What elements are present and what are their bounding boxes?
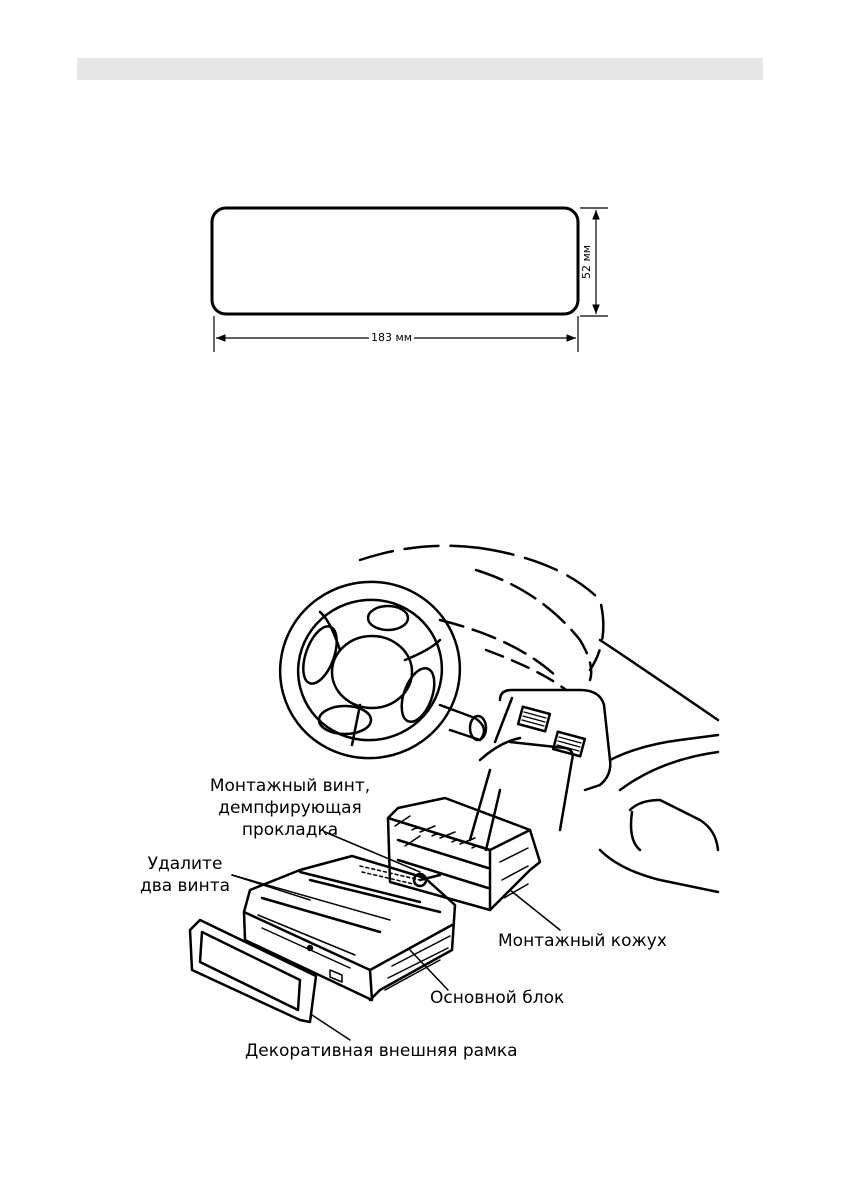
callout-remove-screws: Удалите два винта: [130, 853, 240, 897]
header-bar: [77, 58, 763, 80]
callout-mounting-screw-line2: демпфирующая: [218, 798, 362, 818]
callout-mounting-screw-line3: прокладка: [241, 820, 339, 840]
callout-mounting-screw: Монтажный винт, демпфирующая прокладка: [200, 775, 380, 841]
callout-mounting-sleeve: Монтажный кожух: [498, 931, 667, 951]
leader-sleeve: [509, 889, 561, 931]
leader-screw: [324, 831, 421, 873]
steering-wheel: [278, 580, 488, 760]
callout-mounting-screw-line1: Монтажный винт,: [209, 776, 371, 796]
callout-main-unit: Основной блок: [430, 988, 565, 1008]
main-unit: [242, 854, 457, 1002]
width-dimension-label: 183 мм: [369, 331, 415, 344]
dashboard-outline: [358, 544, 482, 562]
leader-trim: [311, 1014, 351, 1041]
mounting-sleeve: [386, 796, 542, 912]
center-console: [468, 688, 720, 894]
trim-frame: [188, 918, 318, 1024]
callout-trim-frame: Декоративная внешняя рамка: [245, 1041, 518, 1061]
leader-remove-2: [231, 874, 391, 921]
cutout-rectangle: [210, 206, 580, 316]
leader-main-unit: [409, 949, 449, 991]
callout-remove-screws-line1: Удалите: [147, 854, 223, 874]
callout-remove-screws-line2: два винта: [139, 876, 231, 896]
